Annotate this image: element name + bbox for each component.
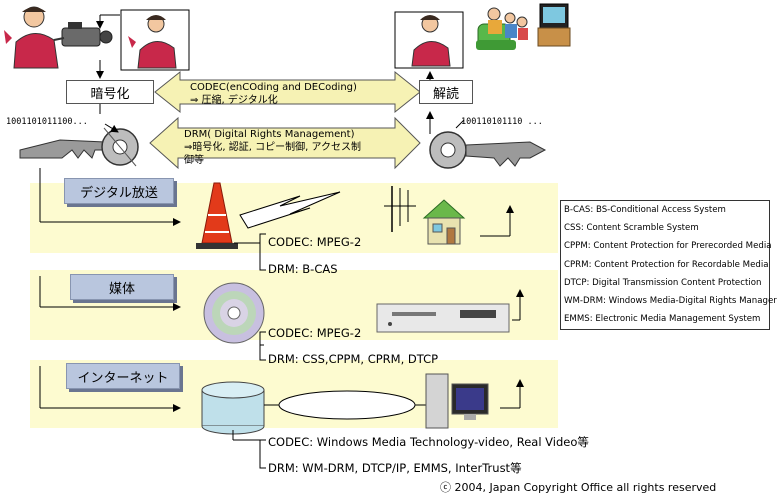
broadcast-codec-label: CODEC: MPEG-2: [268, 235, 362, 249]
legend-item: CPRM: Content Protection for Recordable …: [564, 259, 769, 270]
broadcast-tag-label: デジタル放送: [80, 185, 158, 201]
codec-arrow-text: CODEC(enCOding and DECoding) ⇒ 圧縮, デジタル化: [190, 81, 357, 107]
drm-arrow-line-3: 御等: [184, 155, 204, 166]
decoded-content-picture: [394, 11, 464, 69]
legend-item: EMMS: Electronic Media Management System: [564, 314, 761, 325]
decode-label: 解読: [432, 86, 459, 102]
network-cloud-icon: [278, 390, 416, 420]
internet-tag-label: インターネット: [77, 370, 169, 386]
encryption-key-icon: [19, 127, 139, 167]
content-source-picture: [120, 9, 190, 71]
drm-arrow-text: DRM( Digital Rights Management) ⇒暗号化, 認証…: [184, 128, 361, 167]
copyright-notice: ⓒ 2004, Japan Copyright Office all right…: [440, 481, 717, 494]
encode-box: 暗号化: [66, 80, 154, 104]
optical-disc-icon: [203, 282, 265, 344]
decryption-key-icon: [429, 131, 547, 169]
abbreviation-legend: B-CAS: BS-Conditional Access System CSS:…: [560, 200, 777, 330]
bitstream-right: 100110101110 ...: [461, 117, 543, 127]
legend-item: WM-DRM: Windows Media-Digital Rights Man…: [564, 295, 777, 306]
codec-arrow-line-1: CODEC(enCOding and DECoding): [190, 82, 357, 93]
legend-item: CPPM: Content Protection for Prerecorded…: [564, 241, 772, 252]
legend-item: B-CAS: BS-Conditional Access System: [564, 205, 726, 215]
bitstream-left: 1001101011100...: [6, 117, 88, 127]
broadcast-tower-icon: [196, 182, 238, 249]
media-drm-label: DRM: CSS,CPPM, CPRM, DTCP: [268, 352, 439, 366]
signal-wave-icon: [239, 191, 341, 229]
drm-arrow-line-1: DRM( Digital Rights Management): [184, 129, 355, 140]
broadcast-tag: デジタル放送: [64, 178, 174, 204]
encode-label: 暗号化: [90, 86, 130, 102]
drm-double-arrow: [149, 116, 421, 170]
internet-drm-label: DRM: WM-DRM, DTCP/IP, EMMS, InterTrust等: [268, 461, 522, 475]
dvd-recorder-icon: [376, 303, 510, 333]
media-tag: 媒体: [70, 274, 174, 300]
media-codec-label: CODEC: MPEG-2: [268, 326, 362, 340]
legend-item: DTCP: Digital Transmission Content Prote…: [564, 277, 762, 288]
drm-arrow-line-2: ⇒暗号化, 認証, コピー制御, アクセス制: [184, 142, 361, 153]
internet-tag: インターネット: [66, 363, 180, 389]
decode-box: 解読: [419, 80, 473, 104]
house-icon: [422, 199, 466, 245]
broadcast-drm-label: DRM: B-CAS: [268, 262, 338, 276]
camera-operator-illustration: [4, 5, 116, 73]
internet-codec-label: CODEC: Windows Media Technology-video, R…: [268, 435, 589, 449]
personal-computer-icon: [425, 373, 489, 429]
media-tag-label: 媒体: [108, 281, 135, 297]
family-watching-tv-illustration: [476, 3, 571, 50]
server-database-icon: [201, 381, 265, 435]
legend-item: CSS: Content Scramble System: [564, 223, 699, 234]
codec-arrow-line-2: ⇒ 圧縮, デジタル化: [190, 95, 278, 106]
antenna-icon: [384, 186, 416, 232]
